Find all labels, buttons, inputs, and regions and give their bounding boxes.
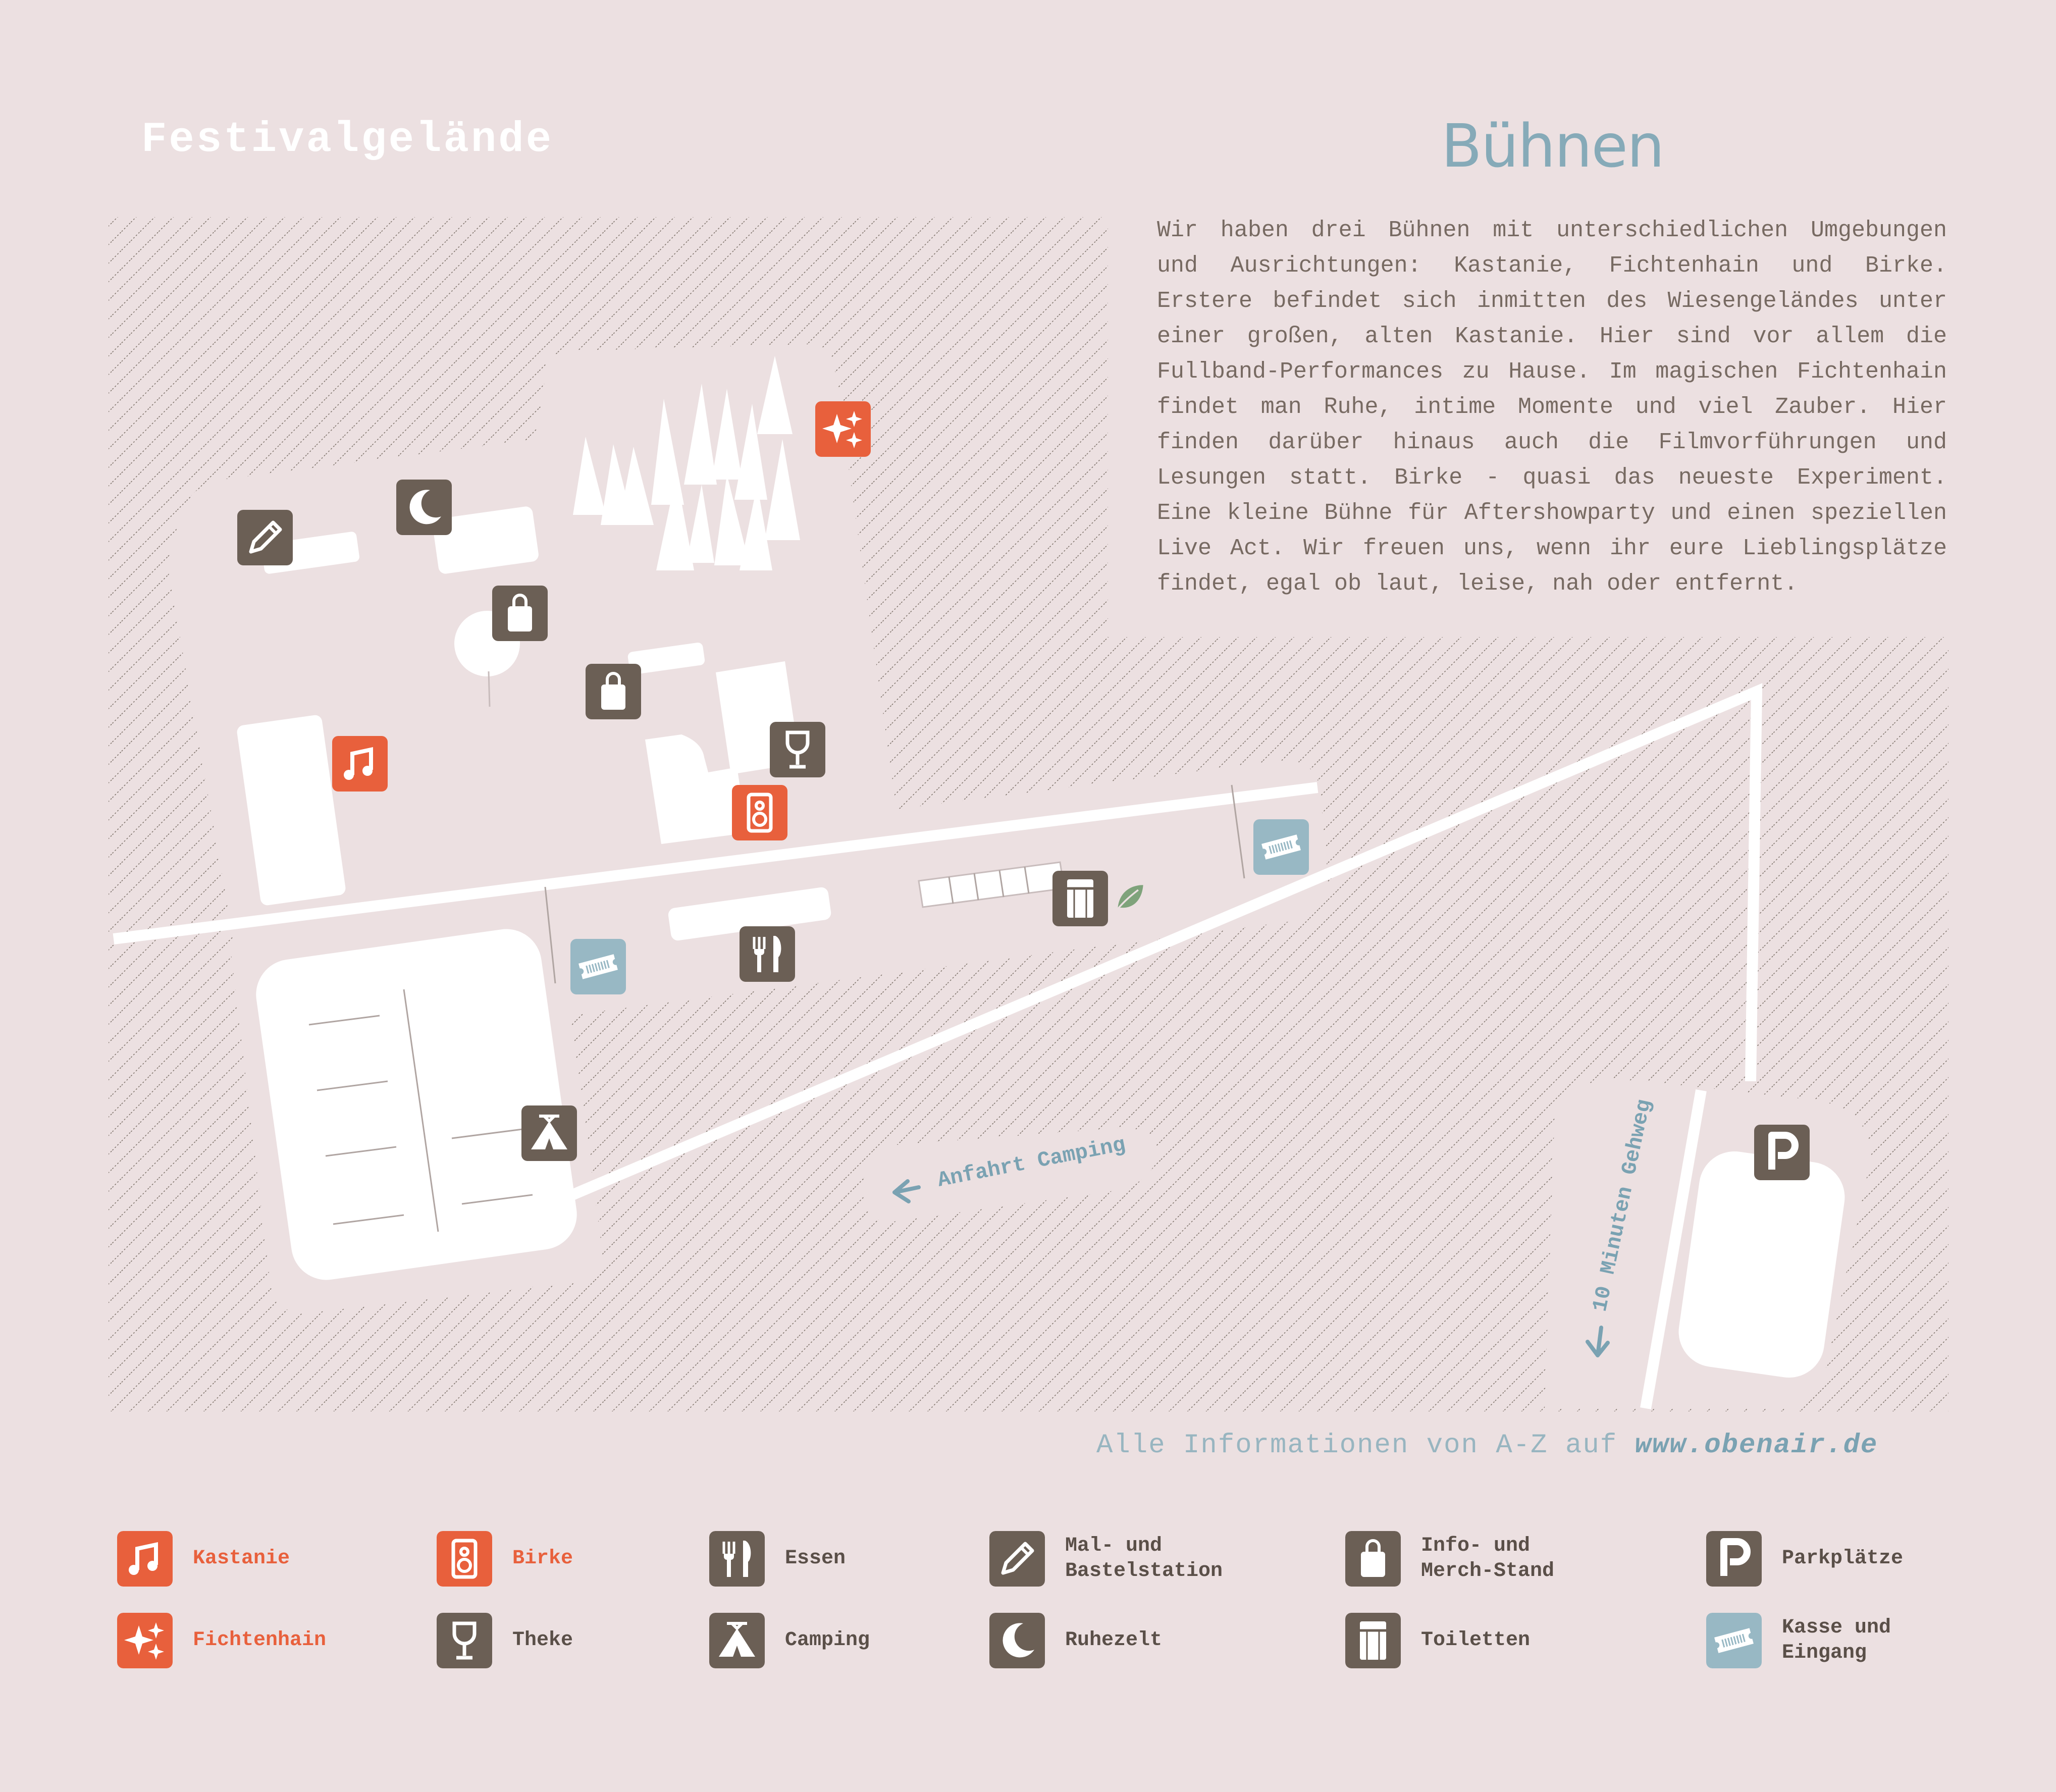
wine-glass-icon (437, 1613, 492, 1668)
legend-kasse: Kasse und Eingang (1706, 1613, 1891, 1668)
map-icon-parking[interactable] (1754, 1125, 1810, 1180)
footer-info: Alle Informationen von A-Z auf www.obena… (1096, 1430, 1878, 1461)
speaker-icon (437, 1531, 492, 1587)
page-title: Festivalgelände (141, 116, 554, 164)
fork-knife-icon (709, 1531, 765, 1587)
map-icon-birke[interactable] (732, 785, 787, 840)
map-icon-kasse-2[interactable] (570, 939, 626, 994)
legend-label: Birke (512, 1547, 573, 1570)
map-icon-fichtenhain[interactable] (815, 401, 871, 457)
legend-label: Kasse und Eingang (1782, 1616, 1891, 1664)
footer-link[interactable]: www.obenair.de (1635, 1430, 1878, 1461)
legend-essen: Essen (709, 1531, 846, 1587)
map-icons (237, 401, 1810, 1180)
legend-theke: Theke (437, 1613, 573, 1668)
map-icon-bastelstation[interactable] (237, 510, 293, 565)
fir-forest (573, 356, 800, 570)
camping-label-shape (863, 1128, 1156, 1222)
legend-info: Info- und Merch-Stand (1345, 1531, 1554, 1587)
legend-label: Theke (512, 1629, 573, 1652)
legend-label: Essen (785, 1547, 846, 1570)
footer-text: Alle Informationen von A-Z auf (1096, 1430, 1635, 1461)
legend-label: Parkplätze (1782, 1547, 1904, 1570)
parking-lot (1678, 1151, 1845, 1378)
legend-label: Kastanie (193, 1547, 290, 1570)
toilet-icon (1345, 1613, 1401, 1668)
parking-icon (1706, 1531, 1762, 1587)
music-note-icon (117, 1531, 173, 1587)
map-icon-camping[interactable] (521, 1105, 577, 1161)
walkway-road (1640, 1089, 1707, 1409)
legend-parkplaetze: Parkplätze (1706, 1531, 1903, 1587)
legend-toiletten: Toiletten (1345, 1613, 1530, 1668)
legend-label: Ruhezelt (1065, 1629, 1163, 1652)
legend-label: Info- und Merch-Stand (1421, 1535, 1555, 1583)
legend-label: Mal- und Bastelstation (1065, 1535, 1223, 1583)
legend-label: Fichtenhain (193, 1629, 327, 1652)
moon-icon (989, 1613, 1045, 1668)
map-icon-essen[interactable] (740, 926, 795, 982)
map-icon-toiletten[interactable] (1052, 871, 1108, 926)
sparkles-icon (117, 1613, 173, 1668)
legend-label: Toiletten (1421, 1629, 1531, 1652)
legend-camping: Camping (709, 1613, 870, 1668)
map-icon-kasse-1[interactable] (1253, 819, 1309, 875)
building-lines (308, 784, 1245, 1232)
map-icon-ruhezelt[interactable] (396, 480, 452, 535)
pencil-icon (989, 1531, 1045, 1587)
map-icon-kastanie[interactable] (332, 736, 388, 792)
side-road (543, 683, 1763, 1212)
ticket-icon (1706, 1613, 1762, 1668)
description-text: Wir haben drei Bühnen mit unterschiedlic… (1157, 218, 1947, 597)
map-icon-theke[interactable] (770, 722, 825, 777)
section-title: Bühnen (1441, 111, 1665, 181)
legend-ruhezelt: Ruhezelt (989, 1613, 1162, 1668)
tent-icon (709, 1613, 765, 1668)
legend-label: Camping (785, 1629, 870, 1652)
legend-fichtenhain: Fichtenhain (117, 1613, 326, 1668)
main-road (113, 782, 1319, 944)
legend-mal: Mal- und Bastelstation (989, 1531, 1223, 1587)
map-icon-info-1[interactable] (492, 586, 548, 641)
legend-kastanie: Kastanie (117, 1531, 290, 1587)
shopping-bag-icon (1345, 1531, 1401, 1587)
map-icon-info-2[interactable] (586, 664, 641, 719)
legend-birke: Birke (437, 1531, 573, 1587)
